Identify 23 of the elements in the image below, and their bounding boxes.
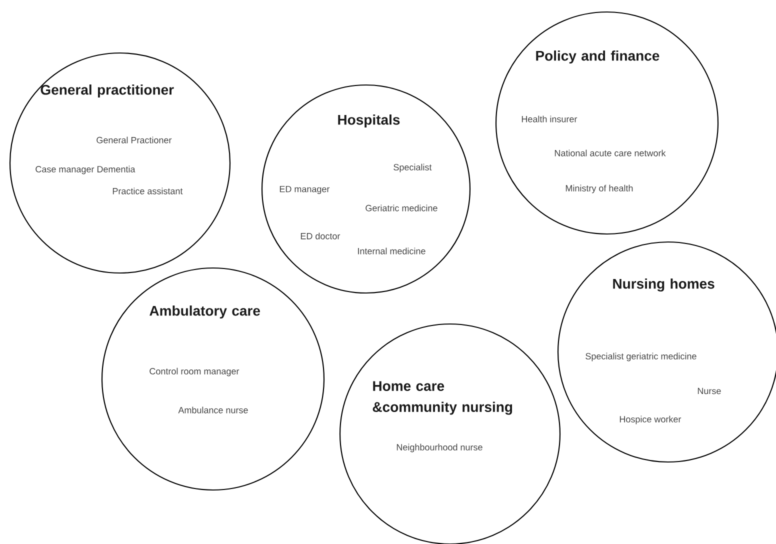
role-label: Case manager Dementia bbox=[36, 166, 136, 174]
heading: Nursing homes bbox=[613, 278, 714, 292]
role-label: Ministry of health bbox=[566, 184, 633, 194]
heading: Home care &community nursing bbox=[372, 381, 512, 415]
role-label: Hospice worker bbox=[620, 416, 682, 424]
heading: Policy and finance bbox=[536, 50, 660, 64]
role-label: Neighbourhood nurse bbox=[396, 444, 482, 452]
heading: Hospitals bbox=[338, 114, 400, 128]
role-label: ED doctor bbox=[300, 232, 340, 240]
role-label: General Practioner bbox=[96, 136, 172, 144]
role-label: Practice assistant bbox=[112, 188, 183, 194]
role-label: ED manager bbox=[280, 186, 330, 194]
role-label: Health insurer bbox=[522, 116, 578, 122]
role-label: Ambulance nurse bbox=[178, 406, 248, 414]
heading: Ambulatory care bbox=[150, 305, 260, 319]
role-label: Control room manager bbox=[150, 368, 240, 376]
role-label: Geriatric medicine bbox=[366, 204, 438, 212]
heading: General practitioner bbox=[40, 84, 174, 98]
role-label: Specialist bbox=[394, 164, 432, 172]
role-label: Specialist geriatric medicine bbox=[586, 352, 696, 362]
role-label: Internal medicine bbox=[358, 248, 426, 254]
role-label: Nurse bbox=[698, 388, 721, 394]
role-label: National acute care network bbox=[554, 150, 666, 156]
